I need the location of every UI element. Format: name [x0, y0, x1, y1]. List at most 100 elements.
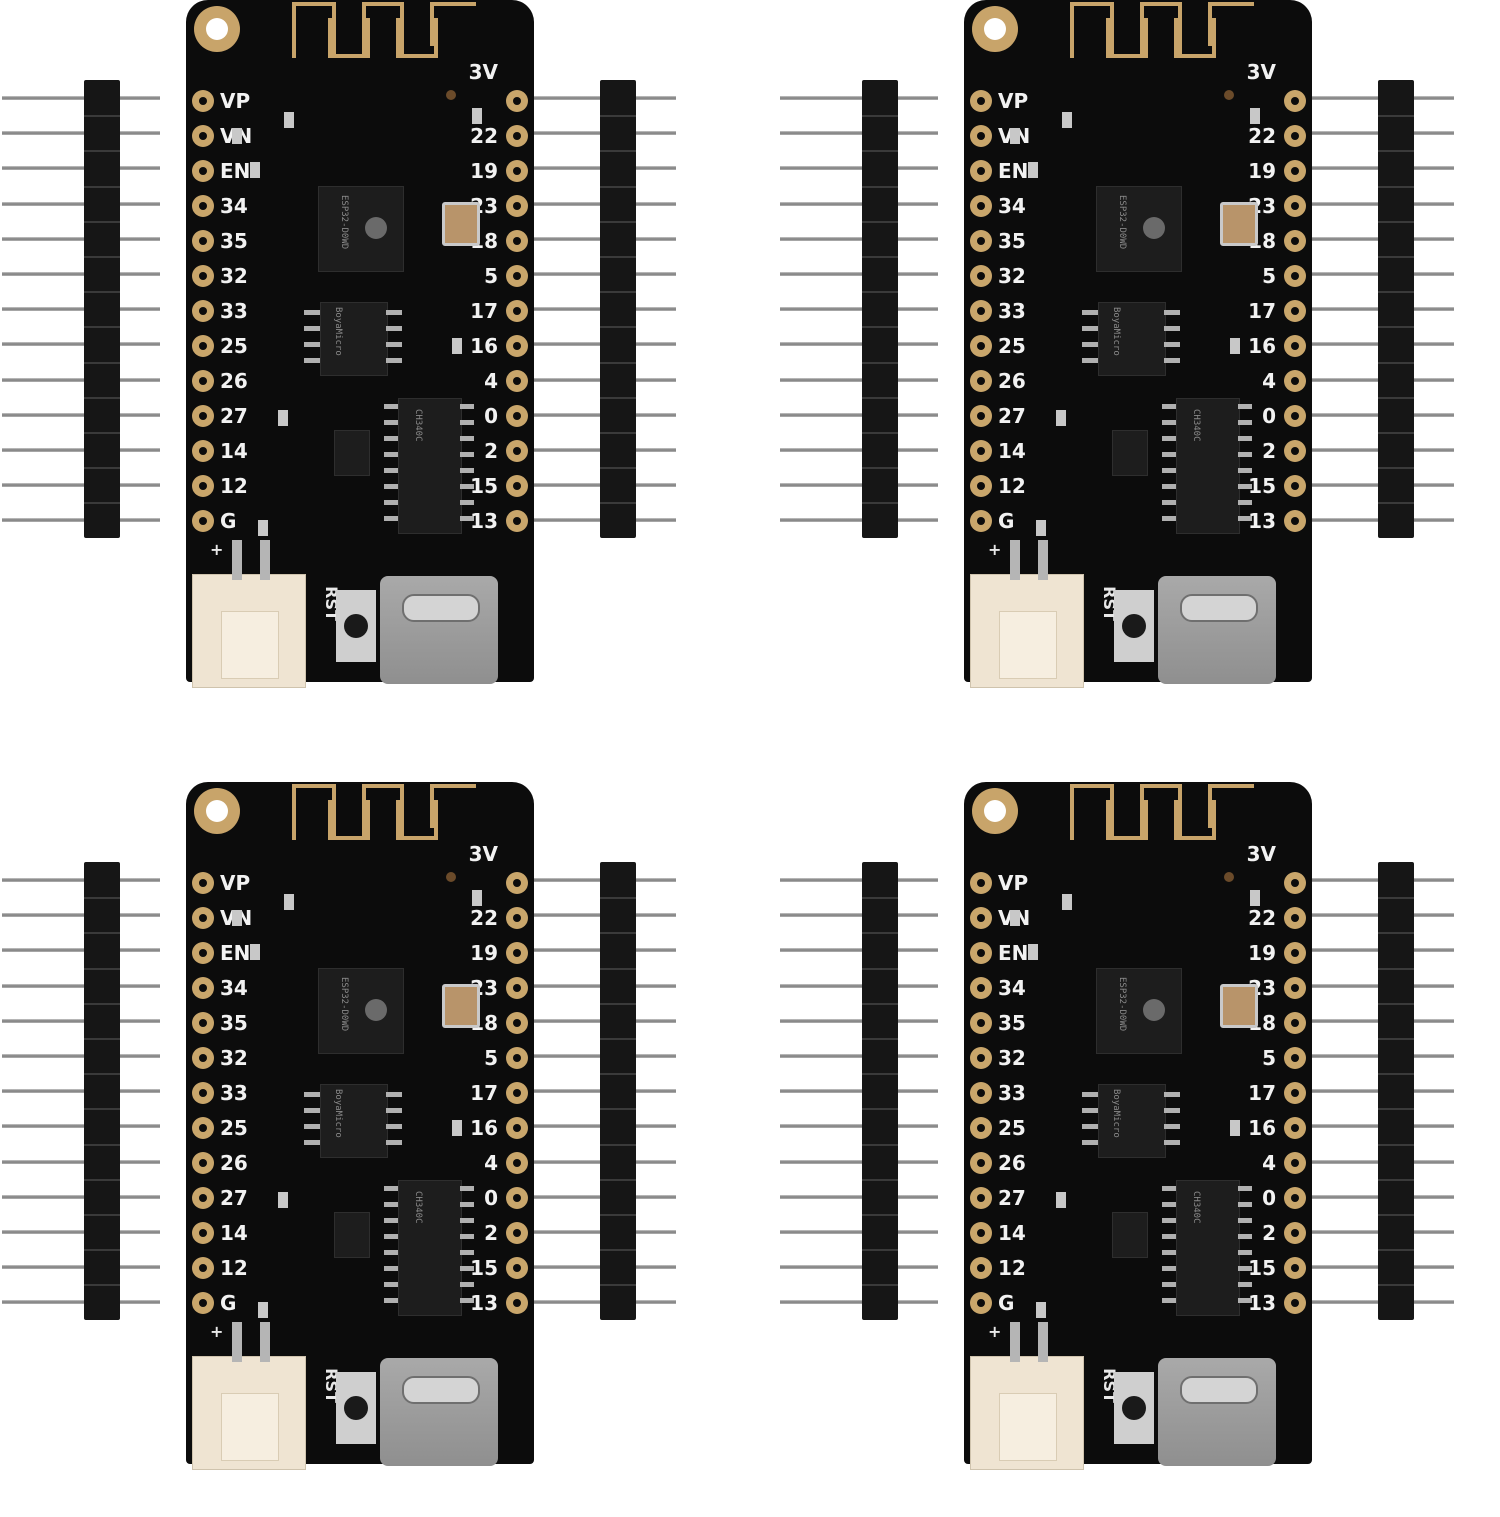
connector-pin: [260, 1322, 270, 1362]
header-pin: [518, 1089, 600, 1094]
header-divider: [1378, 256, 1414, 258]
chip-leg: [1238, 404, 1252, 409]
pin-pad: [970, 300, 992, 322]
pin-label-left: 33: [220, 299, 248, 323]
pin-pad: [970, 335, 992, 357]
header-pin: [2, 1089, 84, 1094]
chip-leg: [1162, 1234, 1176, 1239]
status-led: [446, 872, 456, 882]
pin-pad: [970, 265, 992, 287]
pin-pad: [970, 1012, 992, 1034]
usb-c-port: [380, 576, 498, 684]
header-pin: [518, 96, 600, 100]
pin-label-right: 13: [1248, 509, 1276, 533]
pin-label-left: 35: [998, 1011, 1026, 1035]
header-pin: [898, 1089, 938, 1094]
pin-pad: [506, 265, 528, 287]
pin-label-right: 3V: [468, 842, 498, 866]
chip-leg: [1162, 1218, 1176, 1223]
header-pin: [120, 913, 160, 918]
pin-label-right: 22: [470, 906, 498, 930]
pin-label-right: 5: [484, 1046, 498, 1070]
smd-component: [284, 894, 294, 910]
pin-header-right: [518, 862, 676, 1322]
esp32-board: VP3VVN22EN193423351832533172516264270142…: [186, 0, 534, 688]
header-pin: [1414, 948, 1454, 953]
chip-leg: [1082, 358, 1098, 363]
header-pin: [780, 1194, 862, 1199]
usb-c-opening: [1180, 1376, 1258, 1404]
header-pin: [780, 1300, 862, 1305]
pin-pad: [1284, 1152, 1306, 1174]
header-pin: [518, 1159, 600, 1164]
smd-component: [1036, 520, 1046, 536]
pin-pad: [1284, 1222, 1306, 1244]
pin-label-left: 34: [220, 194, 248, 218]
chip-marking: CH340C: [1191, 1191, 1201, 1224]
pin-pad: [1284, 1257, 1306, 1279]
pin-pad: [192, 1047, 214, 1069]
header-pin: [2, 307, 84, 312]
header-pin: [898, 983, 938, 988]
chip-leg: [1162, 420, 1176, 425]
header-pin: [636, 983, 676, 988]
header-pin: [780, 1124, 862, 1129]
pin-label-right: 16: [470, 1116, 498, 1140]
header-pin: [898, 913, 938, 918]
smd-component: [472, 890, 482, 906]
header-pin: [780, 307, 862, 312]
chip-leg: [1162, 404, 1176, 409]
header-body: [84, 80, 120, 538]
chip-marking: BoyaMicro: [1111, 1089, 1121, 1138]
chip-leg: [1162, 1298, 1176, 1303]
pin-pad: [1284, 90, 1306, 112]
pin-pad: [970, 1257, 992, 1279]
header-pin: [898, 1194, 938, 1199]
crystal: [1220, 984, 1258, 1028]
chip-leg: [384, 1282, 398, 1287]
usb-c-opening: [402, 594, 480, 622]
usb-serial-chip: CH340C: [398, 398, 462, 534]
pin-pad: [192, 872, 214, 894]
pin-label-right: 13: [1248, 1291, 1276, 1315]
header-divider: [862, 1073, 898, 1076]
pin-pad: [970, 1187, 992, 1209]
pin-header-left: [780, 862, 938, 1322]
chip-leg: [460, 1250, 474, 1255]
smd-component: [258, 520, 268, 536]
usb-serial-chip: CH340C: [398, 1180, 462, 1316]
pin-pad: [506, 160, 528, 182]
header-pin: [1414, 1194, 1454, 1199]
battery-connector: [192, 1356, 306, 1470]
pin-label-left: EN: [998, 159, 1029, 183]
reset-button: [336, 590, 376, 662]
chip-leg: [460, 1266, 474, 1271]
chip-leg: [1164, 310, 1180, 315]
header-pin: [1296, 1054, 1378, 1058]
header-pin: [1296, 983, 1378, 988]
antenna-trace: [1070, 2, 1114, 58]
header-pin: [636, 166, 676, 171]
pin-label-right: 0: [1262, 404, 1276, 428]
pin-label-left: 12: [998, 1256, 1026, 1280]
antenna-trace: [1070, 784, 1114, 840]
pin-pad: [506, 872, 528, 894]
chip-leg: [1238, 436, 1252, 441]
chip-leg: [1082, 1124, 1098, 1129]
header-pin: [518, 412, 600, 417]
chip-leg: [1162, 1266, 1176, 1271]
pin-header-left: [780, 80, 938, 540]
pin-header-right: [1296, 862, 1454, 1322]
pin-label-right: 2: [484, 1221, 498, 1245]
crystal: [442, 984, 480, 1028]
header-divider: [84, 897, 120, 900]
header-pin: [518, 1194, 600, 1199]
chip-leg: [304, 1124, 320, 1129]
header-divider: [84, 1073, 120, 1076]
pin-pad: [1284, 1187, 1306, 1209]
header-pin: [636, 1124, 676, 1129]
pin-pad: [970, 475, 992, 497]
esp32-chip: ESP32-D0WD: [1096, 968, 1182, 1054]
pin-pad: [1284, 125, 1306, 147]
header-pin: [518, 1230, 600, 1234]
